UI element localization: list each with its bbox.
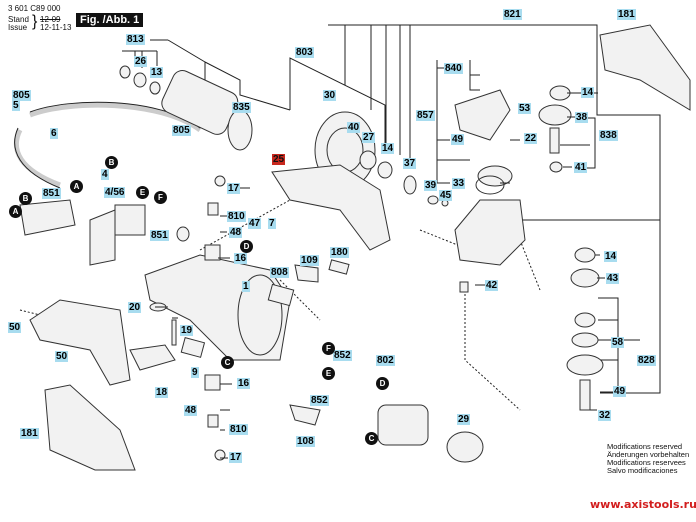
part-label-19[interactable]: 19 bbox=[180, 325, 194, 336]
website-link[interactable]: www.axistools.ru bbox=[590, 498, 696, 511]
part-label-16-bottom[interactable]: 16 bbox=[237, 378, 251, 389]
part-label-9[interactable]: 9 bbox=[191, 367, 199, 378]
part-label-22[interactable]: 22 bbox=[524, 133, 538, 144]
part-label-49-top[interactable]: 49 bbox=[451, 134, 465, 145]
part-label-805-left[interactable]: 805 bbox=[12, 90, 31, 101]
part-label-838[interactable]: 838 bbox=[599, 130, 618, 141]
part-label-40[interactable]: 40 bbox=[347, 122, 361, 133]
connector-d-bottom: D bbox=[376, 377, 389, 390]
stand-label: Stand bbox=[8, 15, 29, 24]
modifications-es: Salvo modificaciones bbox=[607, 466, 678, 475]
part-label-17-top[interactable]: 17 bbox=[227, 183, 241, 194]
part-label-5[interactable]: 5 bbox=[12, 100, 20, 111]
part-label-17-bottom[interactable]: 17 bbox=[229, 452, 243, 463]
connector-c-left: C bbox=[221, 356, 234, 369]
connector-f-top: F bbox=[154, 191, 167, 204]
part-label-6[interactable]: 6 bbox=[50, 128, 58, 139]
part-label-29[interactable]: 29 bbox=[457, 414, 471, 425]
part-label-7[interactable]: 7 bbox=[268, 218, 276, 229]
part-label-180[interactable]: 180 bbox=[330, 247, 349, 258]
connector-a-left: A bbox=[9, 205, 22, 218]
part-label-41[interactable]: 41 bbox=[574, 162, 588, 173]
old-date: 12-09 bbox=[40, 15, 61, 24]
part-label-25-highlighted[interactable]: 25 bbox=[272, 154, 286, 165]
part-label-1[interactable]: 1 bbox=[242, 281, 250, 292]
connector-b-top: B bbox=[105, 156, 118, 169]
part-label-808[interactable]: 808 bbox=[270, 267, 289, 278]
connector-e-bottom: E bbox=[322, 367, 335, 380]
part-label-32[interactable]: 32 bbox=[598, 410, 612, 421]
part-label-840[interactable]: 840 bbox=[444, 63, 463, 74]
part-label-813[interactable]: 813 bbox=[126, 34, 145, 45]
part-label-50-left[interactable]: 50 bbox=[8, 322, 22, 333]
part-label-42[interactable]: 42 bbox=[485, 280, 499, 291]
part-label-14-lower[interactable]: 14 bbox=[604, 251, 618, 262]
issue-label: Issue bbox=[8, 23, 28, 32]
part-label-47[interactable]: 47 bbox=[248, 218, 262, 229]
part-label-37[interactable]: 37 bbox=[403, 158, 417, 169]
figure-label: Fig. /Abb. 1 bbox=[76, 13, 144, 27]
part-label-821[interactable]: 821 bbox=[503, 9, 522, 20]
part-label-49-bottom[interactable]: 49 bbox=[613, 386, 627, 397]
part-label-810-bottom[interactable]: 810 bbox=[229, 424, 248, 435]
part-label-810-top[interactable]: 810 bbox=[227, 211, 246, 222]
part-number: 3 601 C89 000 bbox=[8, 4, 61, 13]
part-label-30[interactable]: 30 bbox=[323, 90, 337, 101]
part-label-805-right[interactable]: 805 bbox=[172, 125, 191, 136]
connector-f-bottom: F bbox=[322, 342, 335, 355]
part-label-48-bottom[interactable]: 48 bbox=[184, 405, 198, 416]
modifications-de: Änderungen vorbehalten bbox=[607, 450, 690, 459]
part-label-14-top[interactable]: 14 bbox=[381, 143, 395, 154]
part-label-20[interactable]: 20 bbox=[128, 302, 142, 313]
part-label-27[interactable]: 27 bbox=[362, 132, 376, 143]
modifications-en: Modifications reserved bbox=[607, 442, 683, 451]
part-label-835[interactable]: 835 bbox=[232, 102, 251, 113]
connector-d-top: D bbox=[240, 240, 253, 253]
part-label-803[interactable]: 803 bbox=[295, 47, 314, 58]
part-label-45[interactable]: 45 bbox=[439, 190, 453, 201]
part-label-4-56[interactable]: 4/56 bbox=[104, 187, 126, 198]
part-label-109[interactable]: 109 bbox=[300, 255, 319, 266]
part-label-851-center[interactable]: 851 bbox=[150, 230, 169, 241]
part-label-181-bottom[interactable]: 181 bbox=[20, 428, 39, 439]
part-label-13[interactable]: 13 bbox=[150, 67, 164, 78]
modifications-notice: Modifications reserved Änderungen vorbeh… bbox=[607, 443, 689, 475]
part-label-828[interactable]: 828 bbox=[637, 355, 656, 366]
part-label-26[interactable]: 26 bbox=[134, 56, 148, 67]
part-label-50-lower[interactable]: 50 bbox=[55, 351, 69, 362]
connector-a-top: A bbox=[70, 180, 83, 193]
part-label-48-top[interactable]: 48 bbox=[229, 227, 243, 238]
brace: } bbox=[32, 13, 38, 30]
connector-b-left: B bbox=[19, 192, 32, 205]
part-label-14-right[interactable]: 14 bbox=[581, 87, 595, 98]
new-date: 12-11-13 bbox=[40, 23, 72, 32]
modifications-fr: Modifications reservees bbox=[607, 458, 686, 467]
part-label-53[interactable]: 53 bbox=[518, 103, 532, 114]
part-label-39[interactable]: 39 bbox=[424, 180, 438, 191]
part-label-851-left[interactable]: 851 bbox=[42, 188, 61, 199]
part-label-108[interactable]: 108 bbox=[296, 436, 315, 447]
part-label-857[interactable]: 857 bbox=[416, 110, 435, 121]
part-label-58[interactable]: 58 bbox=[611, 337, 625, 348]
connector-c-bottom: C bbox=[365, 432, 378, 445]
part-label-852-top[interactable]: 852 bbox=[333, 350, 352, 361]
part-label-4[interactable]: 4 bbox=[101, 169, 109, 180]
part-label-16-top[interactable]: 16 bbox=[234, 253, 248, 264]
part-label-43[interactable]: 43 bbox=[606, 273, 620, 284]
part-label-38[interactable]: 38 bbox=[575, 112, 589, 123]
part-label-18[interactable]: 18 bbox=[155, 387, 169, 398]
part-label-802[interactable]: 802 bbox=[376, 355, 395, 366]
connector-e-top: E bbox=[136, 186, 149, 199]
part-label-33[interactable]: 33 bbox=[452, 178, 466, 189]
part-label-852-bottom[interactable]: 852 bbox=[310, 395, 329, 406]
part-label-181-top[interactable]: 181 bbox=[617, 9, 636, 20]
